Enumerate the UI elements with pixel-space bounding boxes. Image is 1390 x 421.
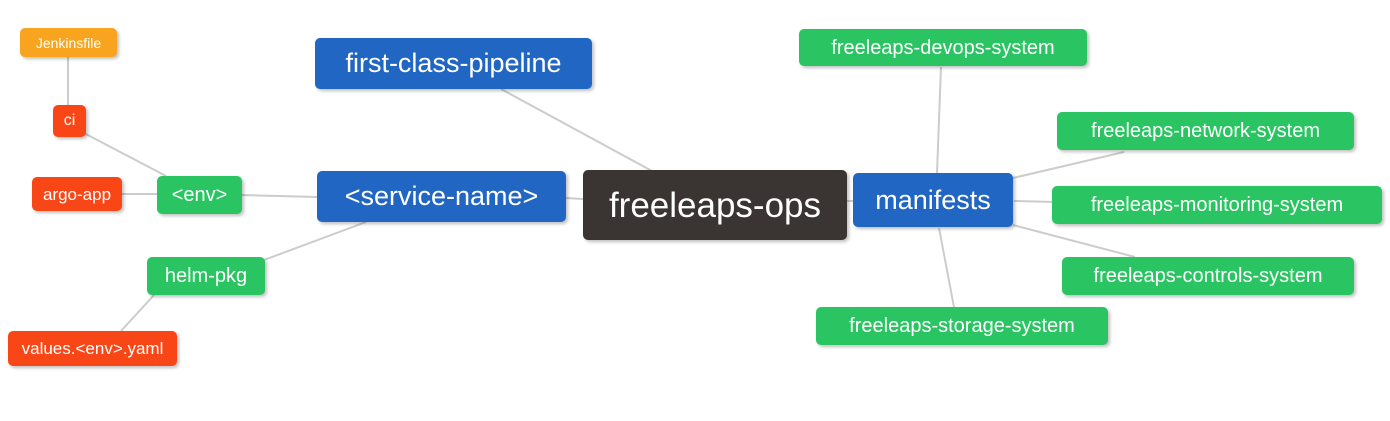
node-freeleaps-controls-system[interactable]: freeleaps-controls-system: [1062, 257, 1354, 295]
edge-env-service-name: [240, 194, 318, 198]
node-argo-app[interactable]: argo-app: [32, 177, 122, 211]
node-jenkinsfile[interactable]: Jenkinsfile: [20, 28, 117, 57]
edge-service-freeleaps-ops: [565, 197, 584, 200]
edge-values-helm-pkg: [120, 294, 155, 332]
edge-pipeline-freeleaps-ops: [500, 88, 653, 172]
node-freeleaps-devops-system[interactable]: freeleaps-devops-system: [799, 29, 1087, 66]
node-freeleaps-network-system[interactable]: freeleaps-network-system: [1057, 112, 1354, 150]
node-freeleaps-ops[interactable]: freeleaps-ops: [583, 170, 847, 240]
node-freeleaps-monitoring-system[interactable]: freeleaps-monitoring-system: [1052, 186, 1382, 224]
edge-ci-env: [83, 132, 167, 177]
node-helm-pkg[interactable]: helm-pkg: [147, 257, 265, 295]
edge-manifests-storage: [938, 227, 955, 308]
edge-manifests-monitoring: [1013, 200, 1056, 203]
node-ci[interactable]: ci: [53, 105, 86, 137]
node-freeleaps-storage-system[interactable]: freeleaps-storage-system: [816, 307, 1108, 345]
node-env[interactable]: <env>: [157, 176, 242, 214]
edge-manifests-controls: [1012, 224, 1136, 258]
node-manifests[interactable]: manifests: [853, 173, 1013, 227]
node-values-env-yaml[interactable]: values.<env>.yaml: [8, 331, 177, 366]
edge-helm-pkg-service-name: [263, 221, 367, 261]
edge-manifests-network: [1012, 151, 1125, 179]
node-first-class-pipeline[interactable]: first-class-pipeline: [315, 38, 592, 89]
edge-devops-manifests: [936, 66, 942, 174]
node-service-name[interactable]: <service-name>: [317, 171, 566, 222]
